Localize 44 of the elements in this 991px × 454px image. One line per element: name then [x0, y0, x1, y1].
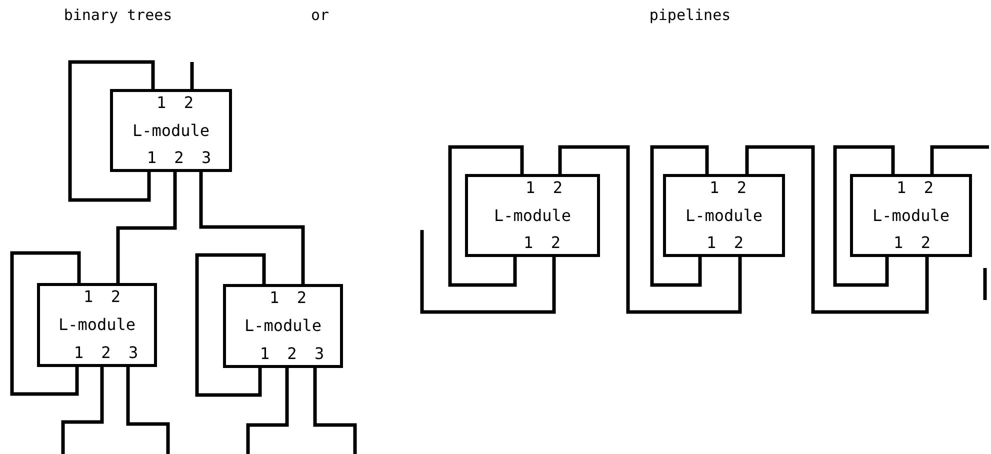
module-box	[110, 89, 232, 172]
module-label: L-module	[57, 316, 137, 334]
wire	[930, 145, 989, 174]
output-pin-numbers: 1 2	[524, 234, 560, 252]
wire	[745, 145, 929, 314]
heading-label: pipelines	[649, 6, 731, 24]
output-pin-numbers: 1 2 3	[260, 345, 324, 363]
output-pin-numbers: 1 2	[894, 234, 930, 252]
module-box	[37, 283, 157, 367]
wire	[61, 367, 104, 454]
module-label: L-module	[492, 206, 572, 224]
module-label: L-module	[871, 206, 951, 224]
input-pin-numbers: 1 2	[156, 94, 194, 112]
input-pin-numbers: 1 2	[270, 289, 306, 307]
wire	[195, 253, 266, 397]
heading-label: binary trees	[64, 6, 172, 24]
wire	[313, 368, 357, 454]
wire	[448, 145, 524, 287]
wire	[190, 62, 194, 89]
module-label: L-module	[131, 122, 211, 140]
wire	[558, 145, 742, 314]
wire	[420, 230, 556, 314]
input-pin-numbers: 1 2	[84, 288, 120, 306]
wire	[833, 145, 895, 287]
input-pin-numbers: 1 2	[526, 179, 562, 197]
wire	[68, 60, 155, 202]
module-box	[663, 174, 785, 257]
input-pin-numbers: 1 2	[896, 179, 934, 197]
module-box	[850, 174, 972, 257]
wire	[650, 145, 709, 287]
output-pin-numbers: 1 2 3	[146, 149, 212, 167]
heading-label: or	[310, 6, 330, 24]
module-box	[465, 174, 600, 257]
wire	[10, 251, 81, 396]
wire	[126, 367, 170, 454]
input-pin-numbers: 1 2	[710, 179, 746, 197]
output-pin-numbers: 1 2 3	[74, 344, 138, 362]
wire	[116, 172, 177, 283]
module-box	[223, 284, 343, 368]
wire	[246, 368, 289, 454]
output-pin-numbers: 1 2	[706, 234, 744, 252]
module-label: L-module	[243, 317, 323, 335]
wire	[199, 172, 305, 284]
module-label: L-module	[684, 206, 764, 224]
